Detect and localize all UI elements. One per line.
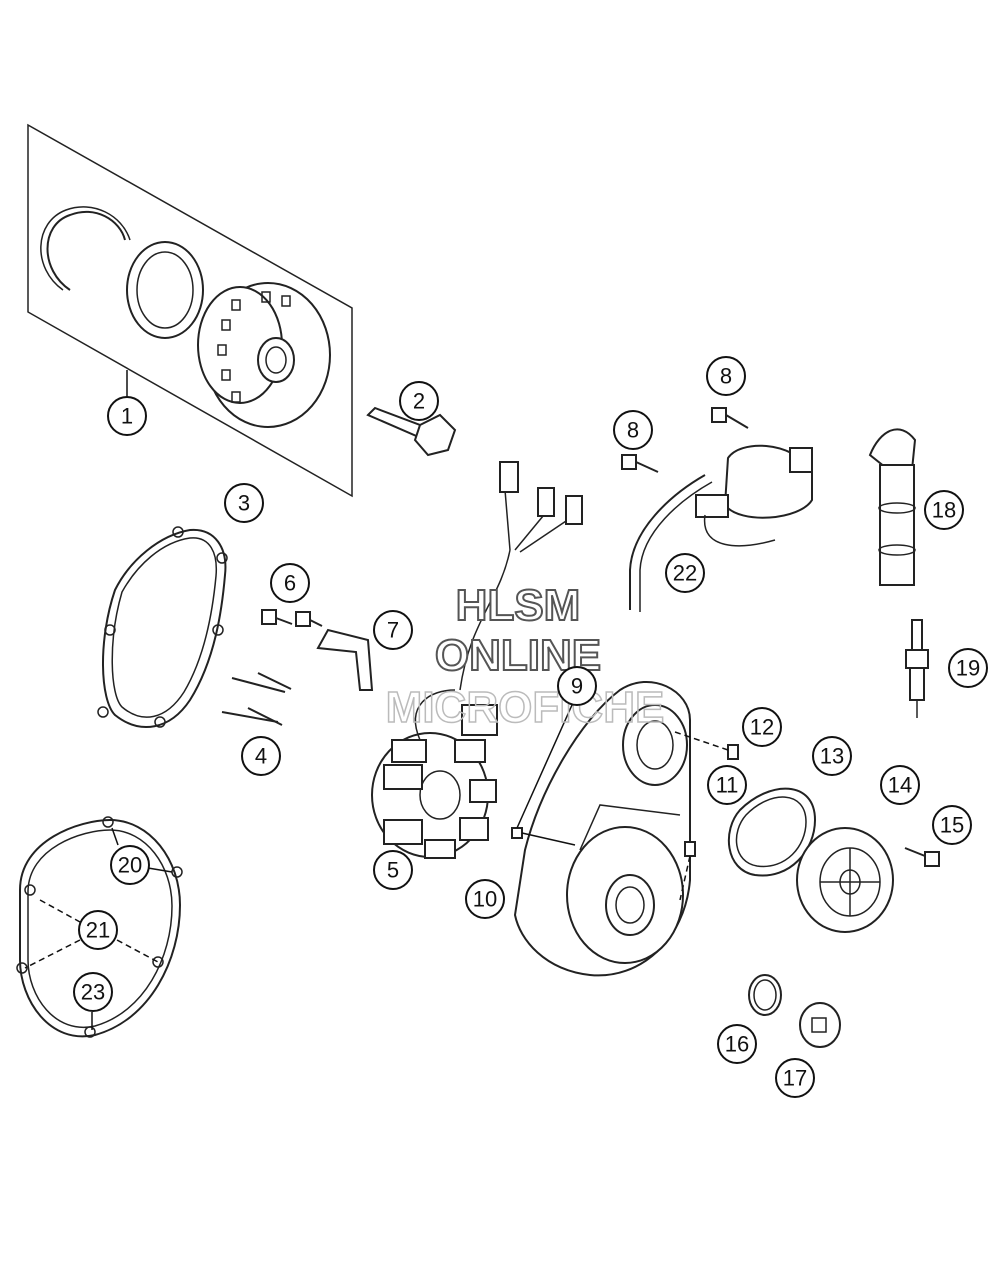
callout-5: 5 (373, 850, 413, 890)
callout-23: 23 (73, 972, 113, 1012)
callout-7-label: 7 (387, 618, 399, 643)
stator-screws (261, 609, 323, 627)
callout-2-label: 2 (413, 389, 425, 414)
callout-20: 20 (110, 845, 150, 885)
callout-9: 9 (557, 666, 597, 706)
small-cover (796, 827, 894, 933)
callout-3-label: 3 (238, 491, 250, 516)
callout-8b-label: 8 (627, 418, 639, 443)
ignition-coil (629, 444, 813, 612)
stator (371, 461, 583, 859)
callout-20-label: 20 (118, 853, 142, 878)
callout-7: 7 (373, 610, 413, 650)
callout-14: 14 (880, 765, 920, 805)
spark-plug (905, 619, 929, 718)
callout-15-label: 15 (940, 813, 964, 838)
callout-12: 12 (742, 707, 782, 747)
cover-gasket (97, 526, 228, 728)
callout-23-label: 23 (81, 980, 105, 1005)
watermark-line3: MICROFICHE (386, 683, 665, 732)
o-ring (748, 974, 782, 1016)
callout-22: 22 (665, 553, 705, 593)
callout-22-label: 22 (673, 561, 697, 586)
callout-10: 10 (465, 879, 505, 919)
callout-8a-label: 8 (720, 364, 732, 389)
callout-18-label: 18 (932, 498, 956, 523)
cable-bracket (316, 628, 374, 691)
callout-16-label: 16 (725, 1032, 749, 1057)
callout-12-label: 12 (750, 715, 774, 740)
callout-15: 15 (932, 805, 972, 845)
flywheel-assembly (27, 123, 353, 498)
callout-2: 2 (399, 381, 439, 421)
callout-6-label: 6 (284, 571, 296, 596)
callout-11: 11 (707, 765, 747, 805)
coil-bolts (621, 407, 749, 473)
callout-3: 3 (224, 483, 264, 523)
callout-17-label: 17 (783, 1066, 807, 1091)
callout-8b: 8 (613, 410, 653, 450)
small-cover-bolt (904, 847, 940, 867)
callout-4: 4 (241, 736, 281, 776)
sensor-screw (511, 704, 576, 846)
watermark-line1: HLSM (456, 581, 581, 630)
callout-21-label: 21 (86, 918, 110, 943)
callouts: 1 2 3 4 5 6 7 8 8 9 10 11 12 13 14 15 16… (73, 356, 988, 1098)
callout-1-label: 1 (121, 404, 133, 429)
ignition-cover (513, 680, 691, 977)
callout-17: 17 (775, 1058, 815, 1098)
callout-18: 18 (924, 490, 964, 530)
spark-plug-cap (868, 428, 917, 586)
callout-13-label: 13 (820, 744, 844, 769)
callout-10-label: 10 (473, 887, 497, 912)
callout-6: 6 (270, 563, 310, 603)
callout-19-label: 19 (956, 656, 980, 681)
callout-9-label: 9 (571, 674, 583, 699)
cover-bolts (221, 672, 292, 726)
callout-19: 19 (948, 648, 988, 688)
callout-4-label: 4 (255, 744, 267, 769)
callout-1: 1 (107, 396, 147, 436)
callout-8a: 8 (706, 356, 746, 396)
callout-16: 16 (717, 1024, 757, 1064)
screw-plug (799, 1002, 841, 1048)
dowel-pins (674, 731, 739, 901)
callout-5-label: 5 (387, 858, 399, 883)
watermark: HLSM ONLINE MICROFICHE (385, 580, 665, 733)
flywheel-bolt (366, 406, 457, 457)
callout-11-label: 11 (716, 773, 739, 798)
callout-14-label: 14 (888, 773, 912, 798)
callout-21: 21 (78, 910, 118, 950)
callout-13: 13 (812, 736, 852, 776)
